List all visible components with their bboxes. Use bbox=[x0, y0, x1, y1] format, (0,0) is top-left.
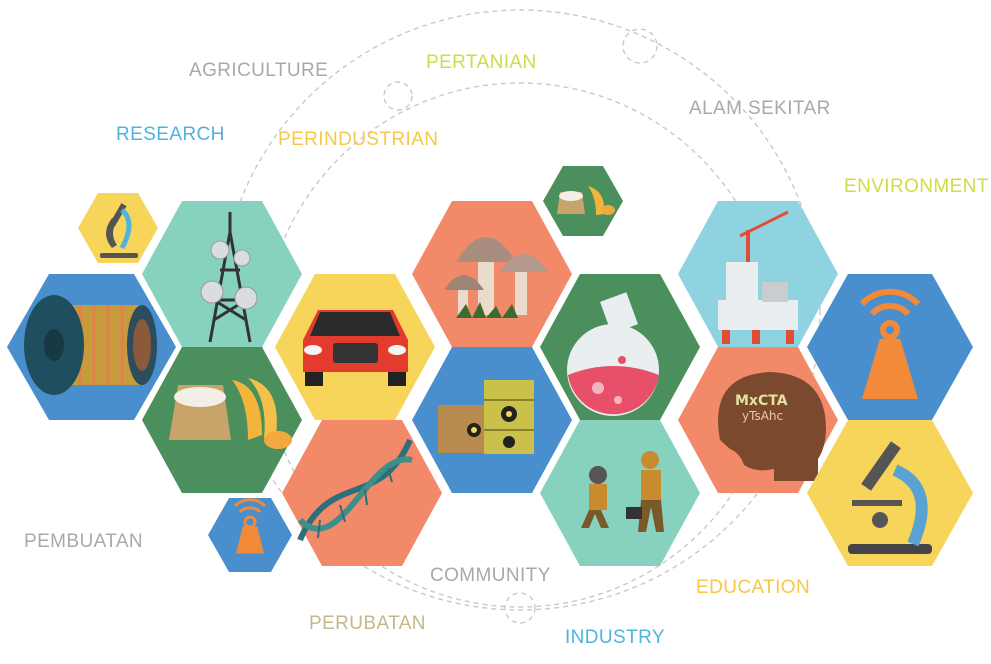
hex-telecom-tower bbox=[142, 201, 302, 347]
label-alam-sekitar: ALAM SEKITAR bbox=[689, 98, 831, 119]
antenna-icon bbox=[859, 288, 921, 399]
hex-workers bbox=[540, 420, 700, 566]
label-community: COMMUNITY bbox=[430, 565, 551, 586]
label-perindustrian: PERINDUSTRIAN bbox=[278, 129, 439, 150]
hex-mushrooms bbox=[412, 201, 572, 347]
hex-dna bbox=[282, 420, 442, 566]
orbit-node-top-right bbox=[622, 28, 658, 64]
grain-sack-icon bbox=[557, 186, 615, 215]
hex-cable-spool bbox=[7, 274, 176, 420]
label-pembuatan: PEMBUATAN bbox=[24, 531, 144, 552]
outer-orbit bbox=[219, 9, 821, 611]
label-perubatan: PERUBATAN bbox=[309, 613, 426, 634]
svg-text:MxCTA: MxCTA bbox=[735, 393, 788, 409]
label-agriculture: AGRICULTURE bbox=[189, 60, 329, 81]
mushroom-icon bbox=[444, 237, 548, 318]
label-industry: INDUSTRY bbox=[565, 627, 665, 648]
hexagon-tile bbox=[78, 193, 158, 263]
label-environment: ENVIRONMENT bbox=[844, 176, 989, 197]
oil-rig-icon bbox=[718, 210, 798, 344]
hex-grain-sack bbox=[142, 347, 302, 493]
hex-antenna bbox=[807, 274, 973, 420]
orbit-node-top-left bbox=[383, 81, 413, 111]
hex-microscope bbox=[807, 420, 973, 566]
microscope-icon bbox=[100, 203, 138, 258]
workers-icon bbox=[581, 451, 664, 532]
microscope-icon bbox=[848, 441, 932, 554]
grain-sack-icon bbox=[169, 378, 292, 449]
hex-oil-rig bbox=[678, 201, 838, 347]
dna-icon bbox=[297, 438, 413, 542]
cable-spool-icon bbox=[24, 295, 157, 395]
hex-car bbox=[275, 274, 435, 420]
hex-barrels bbox=[412, 347, 572, 493]
label-pertanian: PERTANIAN bbox=[426, 52, 537, 73]
hex-flask bbox=[540, 274, 700, 420]
hex-mini-microscope bbox=[78, 193, 158, 263]
orbit-node-bottom bbox=[504, 592, 536, 624]
label-research: RESEARCH bbox=[116, 124, 225, 145]
svg-text:yTsAhc: yTsAhc bbox=[742, 409, 783, 423]
car-icon bbox=[303, 310, 408, 386]
hex-head: MxCTA yTsAhc bbox=[678, 347, 838, 493]
hexagon-tile bbox=[807, 420, 973, 566]
hex-mini-grain bbox=[543, 166, 623, 236]
hexagon-tile bbox=[540, 420, 700, 566]
head-letters-icon: MxCTA yTsAhc bbox=[718, 372, 826, 481]
antenna-icon bbox=[233, 498, 267, 554]
hex-mini-antenna bbox=[208, 498, 292, 572]
label-education: EDUCATION bbox=[696, 577, 811, 598]
flask-icon bbox=[567, 292, 659, 416]
radioactive-barrel-icon bbox=[438, 380, 534, 454]
